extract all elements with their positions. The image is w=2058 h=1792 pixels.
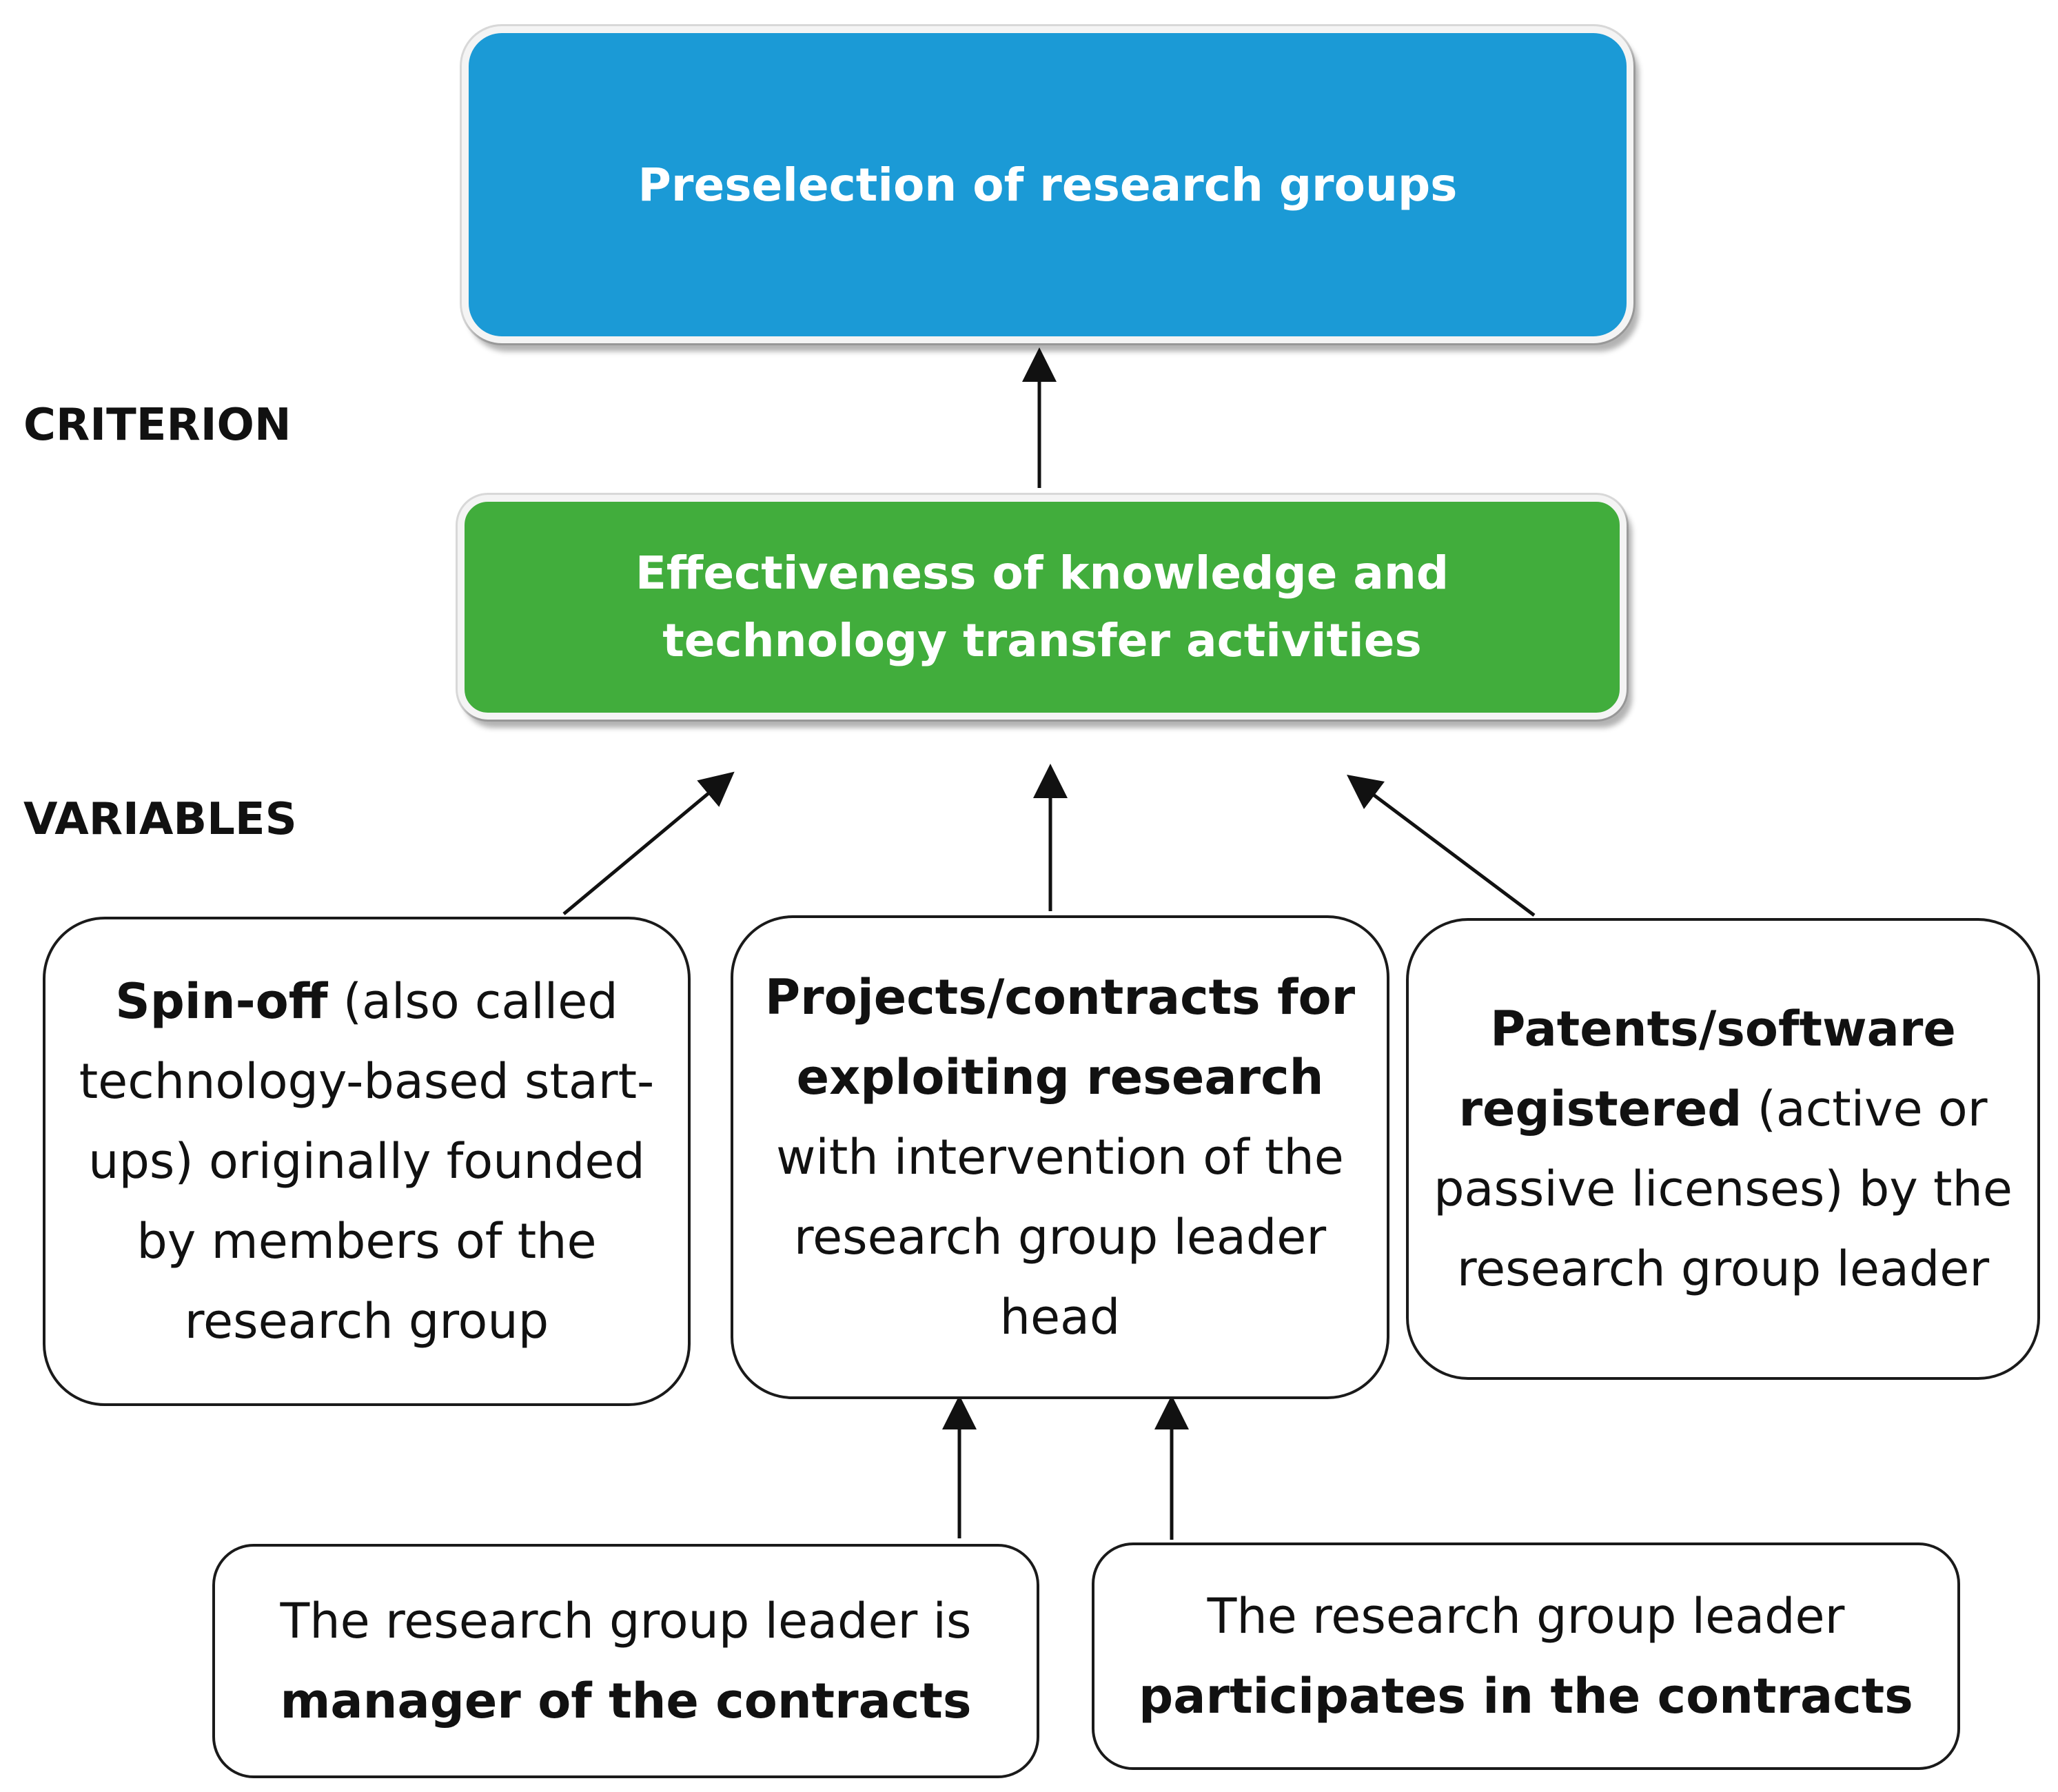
spinoff-rest-text: (also called technology-based start-ups)… [79,973,655,1350]
manager-bold-text: manager of the contracts [280,1673,972,1729]
spinoff-variable-box: Spin-off (also called technology-based s… [43,917,691,1406]
participates-subvariable-box: The research group leader participates i… [1092,1542,1960,1770]
manager-subvariable-box: The research group leader is manager of … [212,1544,1039,1778]
variables-label: VARIABLES [23,794,297,845]
manager-text: The research group leader is manager of … [236,1581,1016,1741]
spinoff-text: Spin-off (also called technology-based s… [66,961,667,1361]
manager-plain-text: The research group leader is [280,1593,972,1649]
arrow-spinoff-to-criterion [562,771,735,915]
effectiveness-box: Effectiveness of knowledge and technolog… [458,495,1627,720]
criterion-label: CRITERION [23,400,292,451]
patents-bold-text: Patents/software registered [1458,1001,1956,1137]
participates-text: The research group leader participates i… [1115,1576,1937,1736]
patents-variable-box: Patents/software registered (active or p… [1406,918,2040,1380]
patents-rest-text: (active or passive licenses) by the rese… [1434,1081,2013,1297]
patents-text: Patents/software registered (active or p… [1429,989,2017,1309]
participates-plain-text: The research group leader [1207,1588,1845,1645]
preselection-box: Preselection of research groups [462,26,1633,343]
preselection-text: Preselection of research groups [638,158,1458,212]
effectiveness-text: Effectiveness of knowledge and technolog… [635,547,1449,667]
spinoff-bold-text: Spin-off [115,973,328,1030]
participates-bold-text: participates in the contracts [1139,1668,1913,1724]
arrow-patents-to-criterion [1347,775,1536,917]
projects-bold-text: Projects/contracts for exploiting resear… [764,969,1356,1106]
projects-text: Projects/contracts for exploiting resear… [754,957,1366,1357]
projects-variable-box: Projects/contracts for exploiting resear… [731,915,1389,1399]
projects-rest-text: with intervention of the research group … [776,1129,1344,1345]
